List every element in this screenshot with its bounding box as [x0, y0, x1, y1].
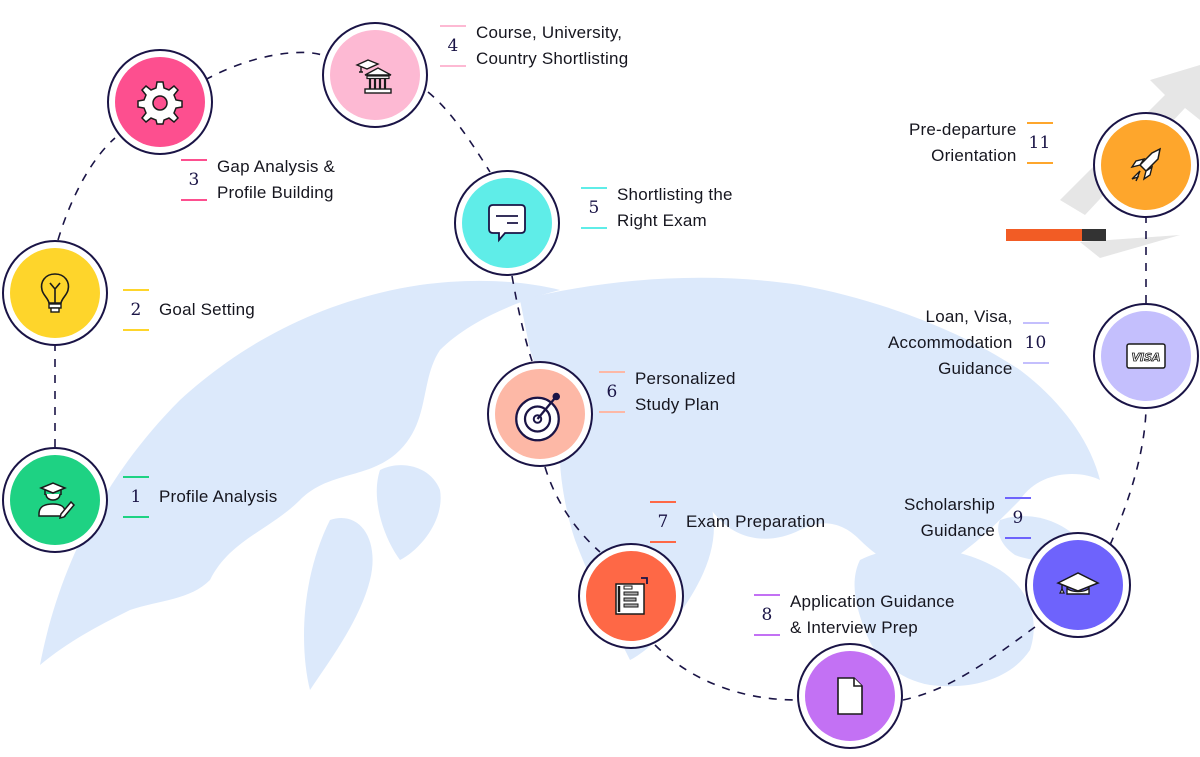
graduation-cap-icon: [1056, 572, 1100, 595]
step-5-node[interactable]: [454, 170, 560, 276]
step-9-label: 9 Scholarship Guidance: [904, 492, 1032, 544]
step-11-node[interactable]: [1093, 112, 1199, 218]
step-4-label: 4 Course, University, Country Shortlisti…: [440, 20, 628, 72]
step-number: 10: [1022, 322, 1049, 364]
step-title-line-2: Study Plan: [635, 395, 720, 414]
step-number: 11: [1026, 122, 1053, 164]
step-7-label: 7 Exam Preparation: [650, 501, 825, 543]
step-title: Profile Analysis: [159, 487, 278, 506]
step-3-node[interactable]: [107, 49, 213, 155]
step-6-node[interactable]: [487, 361, 593, 467]
step-number: 2: [123, 289, 149, 331]
step-1-label: 1 Profile Analysis: [123, 476, 277, 518]
step-title-line-1: Shortlisting the: [617, 185, 733, 204]
step-title-line-2: Profile Building: [217, 183, 334, 202]
step-number: 7: [650, 501, 676, 543]
step-6-label: 6 Personalized Study Plan: [599, 366, 736, 418]
gear-icon: [137, 81, 183, 125]
step-10-label: 10 Loan, Visa, Accommodation Guidance: [888, 304, 1049, 382]
step-title-line-1: Course, University,: [476, 23, 623, 42]
step-title-line-1: Pre-departure: [909, 120, 1017, 139]
step-5-label: 5 Shortlisting the Right Exam: [581, 182, 733, 234]
university-cap-icon: [355, 59, 392, 94]
step-title-line-1: Gap Analysis &: [217, 157, 336, 176]
step-number: 5: [581, 187, 607, 229]
rocket-icon: [1130, 147, 1162, 182]
step-2-label: 2 Goal Setting: [123, 289, 255, 331]
step-title-line-2: Country Shortlisting: [476, 49, 629, 68]
step-title-line-2: & Interview Prep: [790, 618, 918, 637]
step-title: Goal Setting: [159, 300, 255, 319]
student-graduate-pencil-icon: [38, 482, 76, 520]
lightbulb-icon: [40, 273, 70, 313]
step-title-line-1: Application Guidance: [790, 592, 955, 611]
target-icon: [515, 392, 560, 442]
svg-text:VISA: VISA: [1131, 351, 1160, 364]
step-title-line-2: Orientation: [931, 146, 1017, 165]
step-10-node[interactable]: VISA: [1093, 303, 1199, 409]
dashed-path: [54, 51, 1147, 701]
step-number: 9: [1005, 497, 1032, 539]
step-2-node[interactable]: [2, 240, 108, 346]
step-title-line-1: Scholarship: [904, 495, 996, 514]
step-7-node[interactable]: [578, 543, 684, 649]
step-title-line-2: Accommodation: [888, 333, 1013, 352]
step-number: 3: [181, 159, 207, 201]
step-number: 6: [599, 371, 625, 413]
step-title: Exam Preparation: [686, 512, 826, 531]
step-title-line-2: Right Exam: [617, 211, 707, 230]
step-8-node[interactable]: [797, 643, 903, 749]
step-title-line-1: Personalized: [635, 369, 736, 388]
step-title-line-1: Loan, Visa,: [925, 307, 1013, 326]
step-3-label: 3 Gap Analysis & Profile Building: [181, 154, 335, 206]
step-11-label: 11 Pre-departure Orientation: [909, 117, 1053, 169]
step-9-node[interactable]: [1025, 532, 1131, 638]
step-8-label: 8 Application Guidance & Interview Prep: [754, 589, 955, 641]
step-number: 8: [754, 594, 780, 636]
step-4-node[interactable]: [322, 22, 428, 128]
chat-bubble-icon: [488, 204, 526, 243]
file-icon: [837, 677, 863, 715]
visa-card-icon: VISA: [1126, 343, 1166, 369]
step-title-line-3: Guidance: [938, 359, 1013, 378]
notes-document-icon: [615, 577, 648, 615]
step-number: 1: [123, 476, 149, 518]
step-number: 4: [440, 25, 466, 67]
step-title-line-2: Guidance: [920, 521, 996, 540]
step-1-node[interactable]: [2, 447, 108, 553]
